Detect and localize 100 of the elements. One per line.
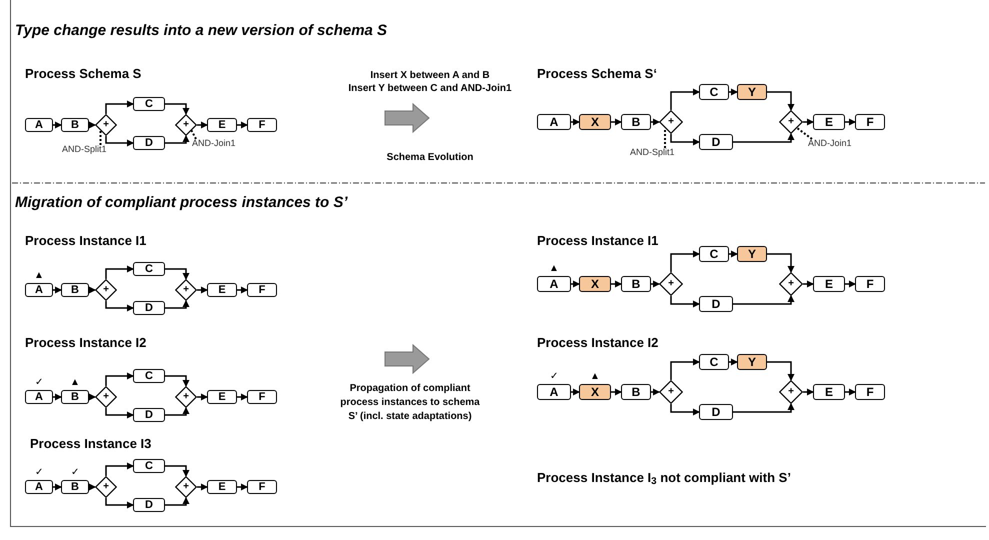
caption-text: Process Instance I2 xyxy=(25,334,146,352)
flow-arrow xyxy=(611,118,622,126)
flow-arrow xyxy=(767,91,794,111)
activity-box: E xyxy=(813,384,845,400)
activity-box: D xyxy=(133,498,165,512)
and-gateway-diamond: + xyxy=(779,380,803,404)
caption-text: Schema Evolution xyxy=(386,151,474,165)
flow-arrow xyxy=(733,403,794,413)
activity-box: B xyxy=(621,384,651,400)
activity-box: F xyxy=(247,283,277,297)
flow-arrow xyxy=(651,118,660,126)
flow-arrow xyxy=(571,280,580,288)
flow-arrow xyxy=(105,372,134,386)
activity-box: E xyxy=(207,480,237,494)
caption-text: Process Schema S‘ xyxy=(537,65,657,83)
activity-box: D xyxy=(133,136,165,150)
activity-box: C xyxy=(699,354,729,370)
flow-arrow xyxy=(845,388,856,396)
activity-box: Y xyxy=(737,246,767,262)
state-marker: ✓ xyxy=(549,372,559,382)
and-gateway-diamond: + xyxy=(779,272,803,296)
flow-arrow xyxy=(237,394,248,400)
flow-arrow xyxy=(53,394,62,400)
activity-box: F xyxy=(247,390,277,404)
and-gateway-diamond: + xyxy=(659,380,683,404)
activity-box: Y xyxy=(737,354,767,370)
caption-text: Process Instance I3 xyxy=(30,435,152,453)
flow-arrow xyxy=(197,286,208,294)
activity-box: A xyxy=(537,114,571,130)
flow-arrow xyxy=(165,407,190,416)
and-gateway-diamond: + xyxy=(659,272,683,296)
and-gateway-diamond: + xyxy=(175,476,197,498)
flow-arrow xyxy=(105,100,134,114)
caption-text: Insert Y between C and AND-Join1 xyxy=(347,82,513,96)
flow-arrow xyxy=(53,122,62,128)
state-marker: ✓ xyxy=(34,378,44,388)
flow-arrow xyxy=(611,388,622,396)
activity-box: A xyxy=(25,480,53,494)
flow-arrow xyxy=(89,394,96,400)
flow-arrow xyxy=(105,301,134,312)
activity-box: E xyxy=(207,283,237,297)
flow-arrow xyxy=(670,250,700,272)
leader-line xyxy=(190,130,197,140)
activity-box: F xyxy=(247,480,277,494)
caption-text: Propagation of compliant process instances to schema S’ (incl. state adaptations) xyxy=(339,382,481,424)
activity-box: D xyxy=(699,404,733,420)
activity-box: C xyxy=(133,369,165,383)
flow-arrow xyxy=(611,280,622,288)
flow-arrow xyxy=(670,88,700,110)
gateway-label: AND-Join1 xyxy=(192,139,236,148)
flow-arrow xyxy=(165,465,190,477)
flow-arrow xyxy=(729,358,738,366)
activity-box: A xyxy=(25,390,53,404)
activity-box: F xyxy=(855,276,885,292)
caption-text: Insert X between A and B xyxy=(369,69,491,83)
state-marker: ✓ xyxy=(34,468,44,478)
activity-box: B xyxy=(61,390,89,404)
activity-box: F xyxy=(247,118,277,132)
activity-box: D xyxy=(133,408,165,422)
flow-arrow xyxy=(165,300,190,309)
flow-arrow xyxy=(733,133,794,143)
activity-box: E xyxy=(207,390,237,404)
and-gateway-diamond: + xyxy=(95,114,117,136)
flow-arrow xyxy=(803,280,814,288)
flow-arrow xyxy=(845,118,856,126)
activity-box: Y xyxy=(737,84,767,100)
and-gateway-diamond: + xyxy=(659,110,683,134)
flow-arrow xyxy=(767,253,794,273)
caption-text: Process Instance I1 xyxy=(25,232,146,250)
flow-arrow xyxy=(767,361,794,381)
flow-arrow xyxy=(733,295,794,305)
activity-box: D xyxy=(699,134,733,150)
caption-text: Process Instance I2 xyxy=(537,334,658,352)
activity-box: C xyxy=(699,84,729,100)
flow-arrow xyxy=(105,462,134,476)
state-marker: ▲ xyxy=(69,378,81,388)
activity-box: B xyxy=(61,283,89,297)
flow-arrow xyxy=(845,280,856,288)
flow-arrow xyxy=(670,134,700,146)
leader-line xyxy=(100,130,102,145)
flow-arrow xyxy=(803,388,814,396)
flow-arrow xyxy=(105,408,134,418)
caption-text: Process Schema S xyxy=(25,65,142,83)
flow-arrow xyxy=(89,122,96,128)
flow-arrow xyxy=(729,250,738,258)
flow-arrow xyxy=(651,280,660,288)
flow-arrow xyxy=(651,388,660,396)
activity-box: C xyxy=(699,246,729,262)
activity-box: A xyxy=(537,276,571,292)
flow-arrow xyxy=(165,103,190,115)
state-marker: ✓ xyxy=(70,468,80,478)
flow-arrow xyxy=(803,118,814,126)
flow-arrow xyxy=(89,484,96,490)
activity-box: A xyxy=(25,283,53,297)
activity-box: D xyxy=(699,296,733,312)
activity-box: A xyxy=(537,384,571,400)
state-marker: ▲ xyxy=(548,264,560,274)
flow-arrow xyxy=(105,266,134,279)
flow-arrow xyxy=(237,122,248,128)
caption-text: Process Instance I1 xyxy=(537,232,658,250)
